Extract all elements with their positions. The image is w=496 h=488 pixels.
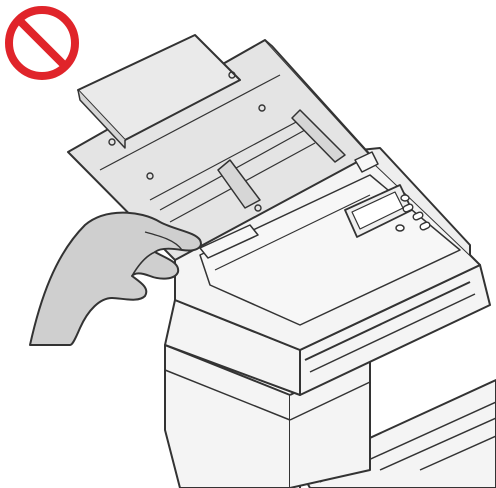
panel-button-3: [419, 221, 431, 231]
panel-button-4: [402, 203, 414, 213]
adf-feed-tray: [67, 34, 379, 261]
hand: [29, 211, 202, 346]
power-button: [395, 224, 405, 232]
control-panel: [344, 184, 431, 238]
panel-button-2: [412, 211, 424, 221]
panel-button-1: [400, 194, 410, 202]
prohibition-icon: [5, 6, 79, 80]
